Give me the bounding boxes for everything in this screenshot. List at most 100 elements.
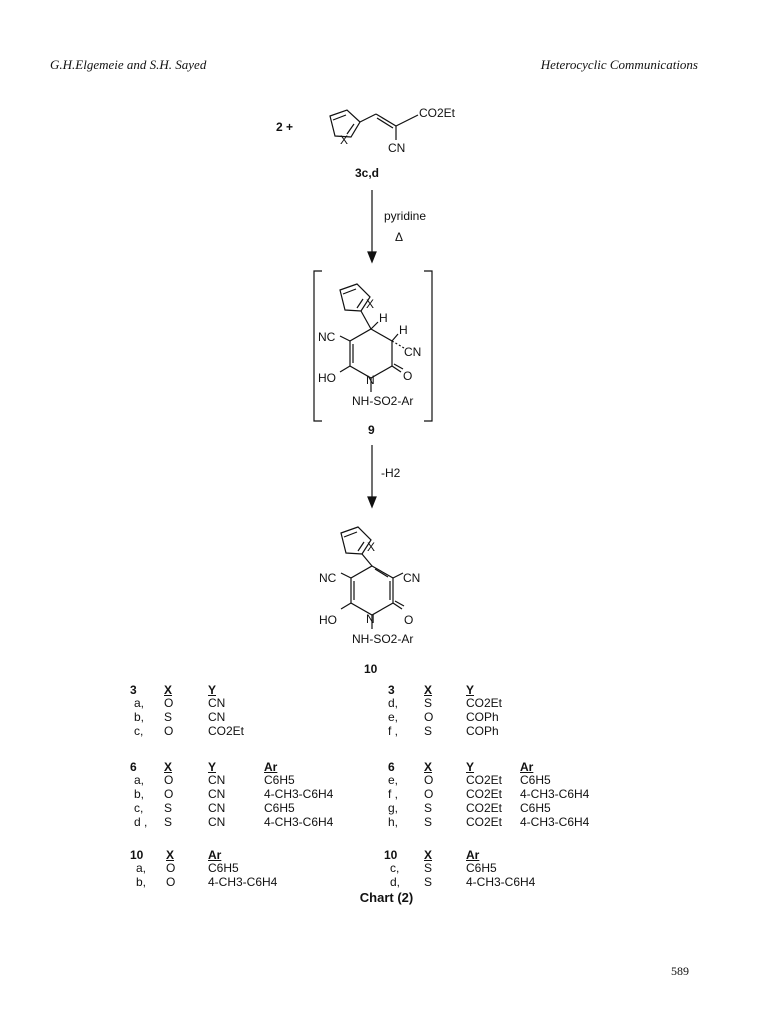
- table-cell: e,: [388, 710, 399, 724]
- table-cell: CO2Et: [466, 815, 503, 829]
- intermediate-cn: CN: [404, 345, 421, 359]
- bracket-left: [313, 270, 322, 422]
- table-cell: S: [424, 861, 433, 875]
- table-cell: c,: [134, 724, 144, 738]
- bracket-right: [424, 270, 433, 422]
- step1-reagent: pyridine: [384, 209, 426, 223]
- reactant-ring-heteroatom: X: [340, 133, 348, 147]
- table-cell: O: [424, 773, 434, 787]
- table-cell: CO2Et: [466, 787, 503, 801]
- reactant-vinyl-bond: [359, 113, 377, 123]
- table-header: Y: [208, 760, 217, 774]
- table-cell: S: [424, 724, 433, 738]
- reactant-prefix: 2 +: [276, 120, 293, 134]
- table-cell: CN: [208, 787, 226, 801]
- table-cell: CN: [208, 710, 226, 724]
- product-nh-so2-ar: NH-SO2-Ar: [352, 632, 413, 646]
- table-cell: S: [424, 801, 433, 815]
- table-cell: f ,: [388, 787, 399, 801]
- table-cell: O: [164, 787, 174, 801]
- table-header: Y: [208, 683, 217, 697]
- table-header: 10: [384, 848, 398, 862]
- table-cell: S: [424, 815, 433, 829]
- table-cell: d,: [388, 696, 399, 710]
- table-cell: O: [424, 710, 434, 724]
- table-cell: f ,: [388, 724, 399, 738]
- table-cell: C6H5: [264, 801, 295, 815]
- intermediate-ring-heteroatom: X: [366, 297, 374, 311]
- table-cell: S: [164, 710, 173, 724]
- table-header: Ar: [208, 848, 222, 862]
- table-cell: C6H5: [520, 773, 551, 787]
- table-cell: a,: [134, 696, 145, 710]
- table-header: Ar: [466, 848, 480, 862]
- intermediate-nc: NC: [318, 330, 336, 344]
- reactant-ring: [329, 109, 361, 138]
- page-number: 589: [671, 964, 689, 978]
- table-cell: c,: [390, 861, 400, 875]
- product-o: O: [404, 613, 413, 627]
- table-cell: S: [424, 875, 433, 889]
- reactant-nitrile: CN: [388, 141, 405, 155]
- reactant-ester: CO2Et: [419, 106, 456, 120]
- table-header: X: [166, 848, 175, 862]
- table-cell: b,: [134, 710, 145, 724]
- intermediate-ho: HO: [318, 371, 336, 385]
- table-cell: S: [424, 696, 433, 710]
- table-cell: O: [166, 875, 176, 889]
- table-cell: CN: [208, 801, 226, 815]
- table-cell: 4-CH3-C6H4: [520, 787, 590, 801]
- table-cell: C6H5: [208, 861, 239, 875]
- chart-caption: Chart (2): [359, 890, 414, 905]
- dihydropyridine-ring: [349, 328, 393, 379]
- table-cell: b,: [136, 875, 147, 889]
- product-ring: [340, 526, 372, 555]
- table-cell: CN: [208, 696, 226, 710]
- table-cell: 4-CH3-C6H4: [520, 815, 590, 829]
- pyridone-ring: [350, 565, 394, 616]
- product-nc: NC: [319, 571, 337, 585]
- table-cell: CN: [208, 773, 226, 787]
- table-header: Y: [466, 760, 475, 774]
- table-cell: a,: [136, 861, 147, 875]
- table-cell: 4-CH3-C6H4: [466, 875, 536, 889]
- table-header: Ar: [520, 760, 534, 774]
- table-header: X: [424, 683, 433, 697]
- table-cell: 4-CH3-C6H4: [208, 875, 278, 889]
- table-cell: d ,: [134, 815, 148, 829]
- table-header: 3: [130, 683, 137, 697]
- table-header: Y: [466, 683, 475, 697]
- table-cell: C6H5: [520, 801, 551, 815]
- table-header: X: [164, 760, 173, 774]
- table-cell: 4-CH3-C6H4: [264, 787, 334, 801]
- intermediate-o: O: [403, 369, 412, 383]
- table-header: X: [164, 683, 173, 697]
- table-cell: O: [424, 787, 434, 801]
- table-header: 6: [388, 760, 395, 774]
- table-header: X: [424, 848, 433, 862]
- table-cell: CO2Et: [466, 696, 503, 710]
- table-cell: O: [164, 696, 174, 710]
- table-cell: c,: [134, 801, 144, 815]
- table-cell: h,: [388, 815, 399, 829]
- table-cell: d,: [390, 875, 401, 889]
- step1-condition: Δ: [395, 230, 403, 244]
- reactant-label: 3c,d: [355, 166, 379, 180]
- table-cell: COPh: [466, 710, 499, 724]
- product-ho: HO: [319, 613, 337, 627]
- product-ring-heteroatom: X: [367, 540, 375, 554]
- table-cell: CN: [208, 815, 226, 829]
- table-cell: S: [164, 801, 173, 815]
- table-cell: O: [164, 724, 174, 738]
- table-cell: C6H5: [264, 773, 295, 787]
- intermediate-h2: H: [399, 323, 408, 337]
- table-header: 3: [388, 683, 395, 697]
- running-header-journal: Heterocyclic Communications: [540, 57, 698, 72]
- running-header-authors: G.H.Elgemeie and S.H. Sayed: [50, 57, 207, 72]
- table-cell: O: [164, 773, 174, 787]
- table-cell: a,: [134, 773, 145, 787]
- product-cn: CN: [403, 571, 420, 585]
- intermediate-ring: [339, 283, 371, 312]
- product-n: N: [366, 612, 375, 626]
